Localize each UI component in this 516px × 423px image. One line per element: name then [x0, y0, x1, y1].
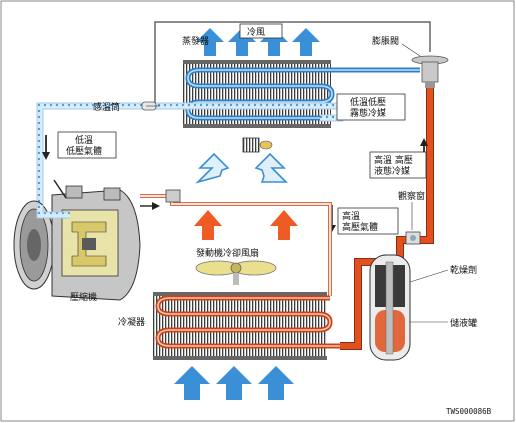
low-gas-label-2: 低壓氣體 — [66, 145, 102, 157]
sight-glass-label: 觀察窗 — [398, 190, 425, 202]
figure-code: TWS000086B — [446, 407, 492, 416]
low-gas-box — [57, 131, 117, 159]
receiver-drier — [369, 254, 411, 361]
capillary-tube — [154, 21, 431, 106]
condenser-label: 冷凝器 — [118, 316, 145, 328]
condenser-unit — [153, 292, 340, 360]
cold-air-box — [239, 23, 283, 39]
receiver-label: 儲液罐 — [450, 317, 477, 329]
condenser-inlet-air-arrows — [174, 366, 294, 400]
cold-air-label: 冷風 — [247, 26, 265, 38]
evaporator-label: 蒸發器 — [182, 35, 209, 47]
low-mist-label-1: 低溫低壓 — [350, 96, 386, 108]
hot-air-arrows — [194, 210, 298, 240]
high-liquid-label-1: 高溫 高壓 — [374, 154, 413, 166]
evaporator-unit — [183, 60, 420, 128]
condenser-to-receiver-line — [340, 258, 380, 350]
high-liquid-box — [369, 151, 427, 179]
service-port — [165, 189, 181, 203]
compressor-unit — [13, 179, 141, 301]
condenser-fins — [153, 292, 327, 360]
engine-fan-label: 發動機冷卻風扇 — [196, 247, 259, 259]
compressor-label: 壓縮機 — [70, 291, 97, 303]
high-gas-box — [337, 207, 399, 235]
expansion-valve-label: 膨脹閥 — [372, 35, 399, 47]
high-liquid-label-2: 液態冷媒 — [374, 165, 410, 177]
low-mist-box — [336, 93, 406, 121]
blower-motor — [242, 137, 273, 153]
expansion-valve — [411, 55, 449, 88]
high-gas-label-2: 高壓氣體 — [342, 221, 378, 233]
high-pressure-discharge-line — [140, 189, 332, 296]
evaporator-inlet-air-arrows — [195, 152, 288, 184]
desiccant-label: 乾燥劑 — [450, 264, 477, 276]
engine-cooling-fan — [195, 260, 277, 285]
high-gas-label-1: 高溫 — [342, 210, 360, 222]
low-gas-label-1: 低溫 — [75, 134, 93, 146]
low-mist-label-2: 霧態冷媒 — [350, 107, 386, 119]
sight-glass — [405, 231, 421, 245]
sensing-bulb-label: 感溫筒 — [93, 101, 120, 113]
